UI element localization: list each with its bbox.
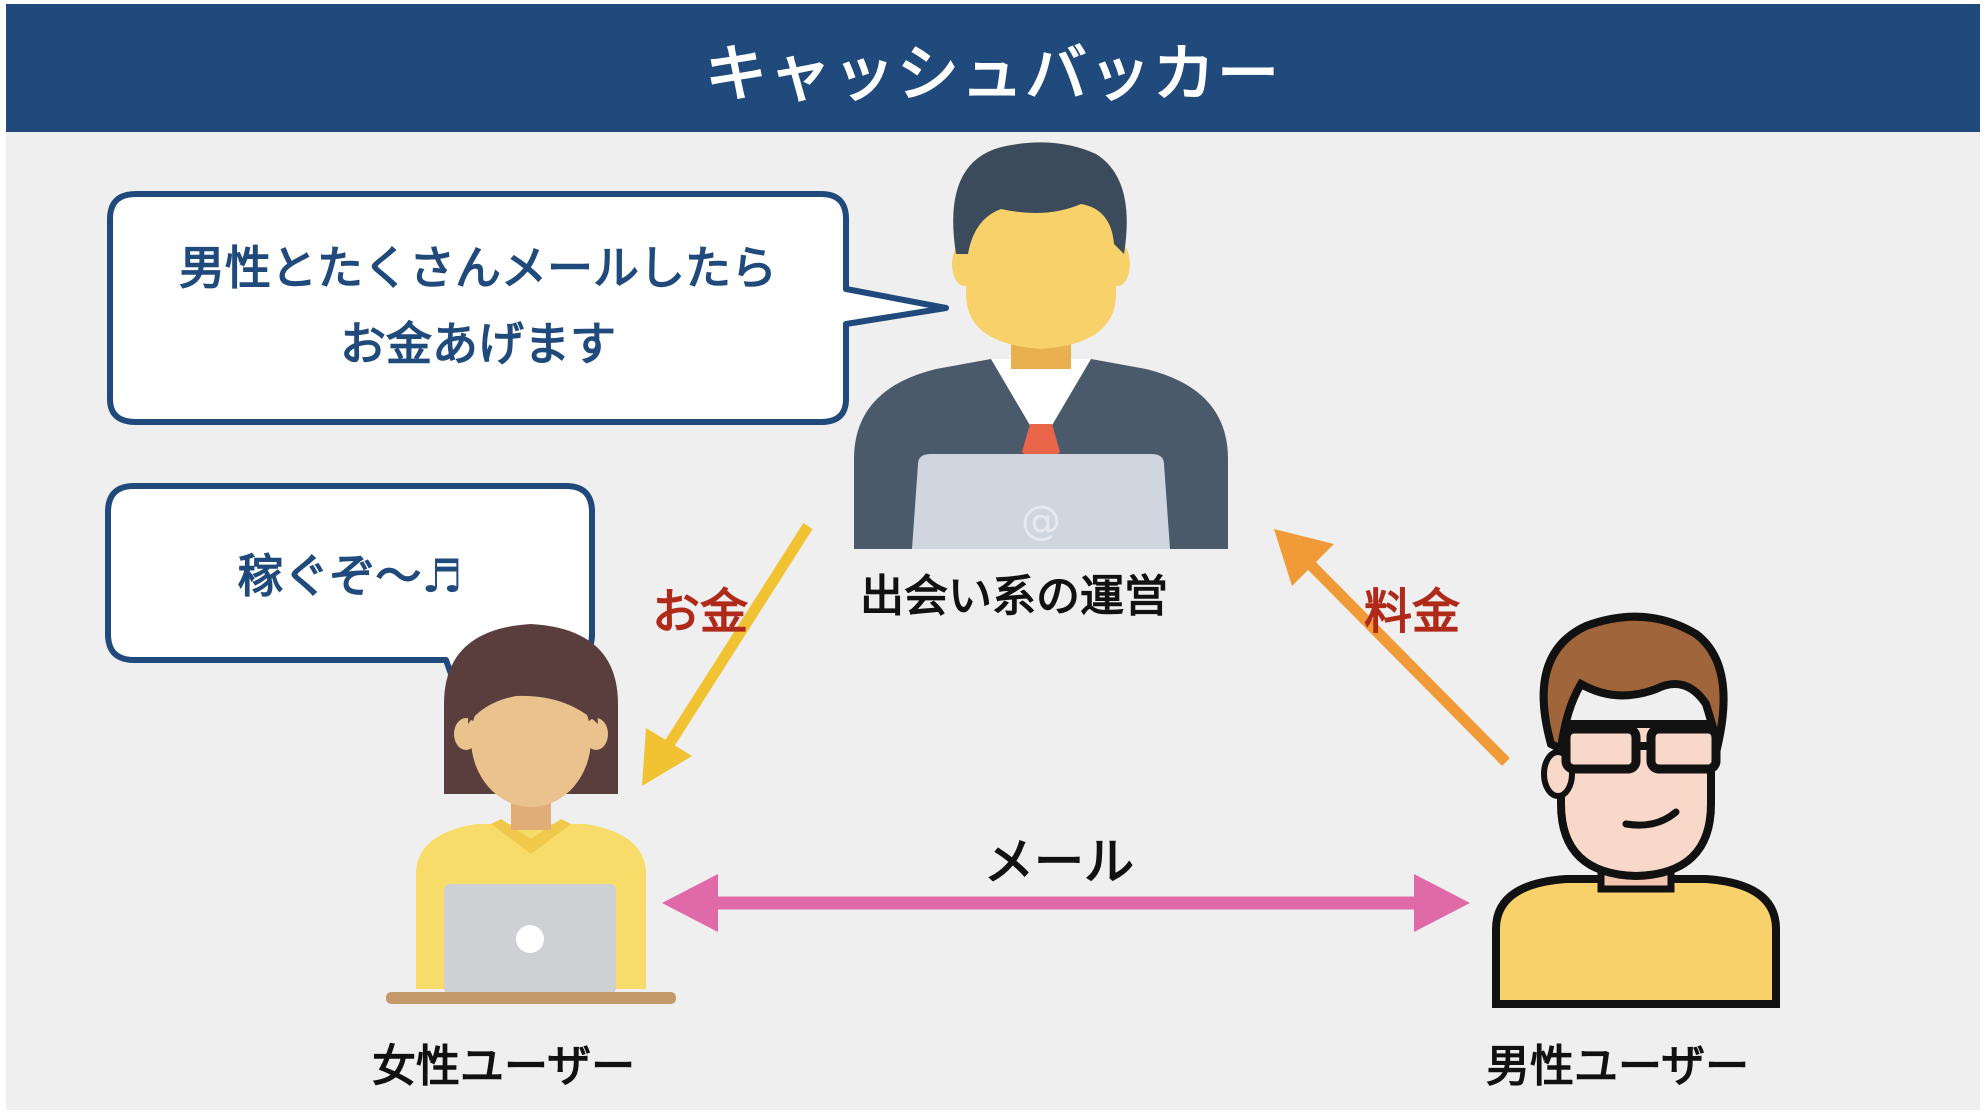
mail-label: メール	[984, 833, 1134, 891]
money-label: お金	[652, 584, 749, 640]
female-bubble-text: 稼ぐぞ〜♬	[237, 549, 463, 603]
diagram-canvas: @	[105, 142, 1780, 1008]
woman-icon	[386, 624, 676, 1004]
money-arrow	[642, 523, 813, 786]
female-user-label: 女性ユーザー	[372, 1041, 636, 1092]
operator-bubble-line2: お金あげます	[340, 317, 616, 371]
operator-speech-bubble	[107, 191, 949, 425]
header-bar: キャッシュバッカー	[6, 4, 1980, 132]
diagram-frame: キャッシュバッカー @	[6, 4, 1980, 1110]
businessman-icon: @	[854, 142, 1228, 549]
at-sign-icon: @	[1021, 498, 1061, 544]
mail-arrow	[662, 874, 1470, 932]
operator-bubble-text: 男性とたくさんメールしたら お金あげます	[110, 230, 846, 382]
operator-label: 出会い系の運営	[860, 571, 1168, 622]
male-user-label: 男性ユーザー	[1486, 1041, 1750, 1092]
man-glasses-icon	[1492, 612, 1780, 1008]
page-title: キャッシュバッカー	[704, 37, 1281, 110]
fee-label: 料金	[1364, 584, 1461, 640]
operator-bubble-line1: 男性とたくさんメールしたら	[179, 241, 777, 295]
fee-arrow	[1274, 529, 1510, 766]
